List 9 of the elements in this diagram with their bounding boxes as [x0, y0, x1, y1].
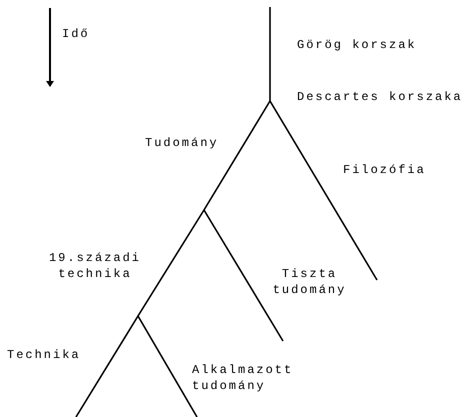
label-text: Filozófia: [343, 162, 427, 178]
label-text: Tudomány: [145, 135, 220, 151]
label-text: Technika: [7, 347, 82, 363]
label-text: Alkalmazott tudomány: [192, 362, 294, 394]
label-text: Görög korszak: [297, 37, 418, 53]
label-text: Idő: [62, 26, 91, 42]
label-text: Tiszta tudomány: [272, 266, 348, 298]
label-text: 19.századi technika: [48, 250, 142, 282]
label-text: Descartes korszaka: [297, 89, 464, 105]
